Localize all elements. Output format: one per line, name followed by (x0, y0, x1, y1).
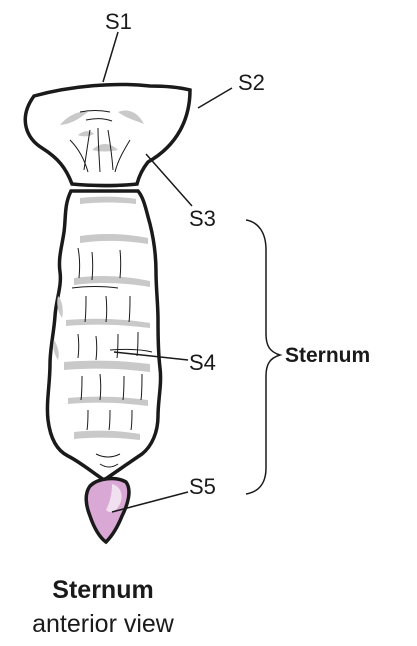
caption-subtitle: anterior view (32, 610, 175, 638)
label-s1: S1 (105, 9, 132, 34)
bracket-label-sternum: Sternum (285, 344, 370, 367)
label-s5: S5 (189, 474, 216, 499)
leader-line-s1 (103, 32, 118, 82)
label-s4: S4 (189, 350, 216, 375)
sternum-brace (246, 220, 280, 494)
caption-title: Sternum (52, 576, 153, 604)
manubrium-outline (25, 84, 190, 185)
leader-line-s2 (198, 88, 232, 108)
leader-line-s3 (146, 154, 192, 206)
sternum-body (47, 191, 160, 480)
manubrium (25, 84, 190, 185)
xiphoid-process (86, 479, 129, 542)
label-s2: S2 (238, 70, 265, 95)
label-s3: S3 (189, 206, 216, 231)
